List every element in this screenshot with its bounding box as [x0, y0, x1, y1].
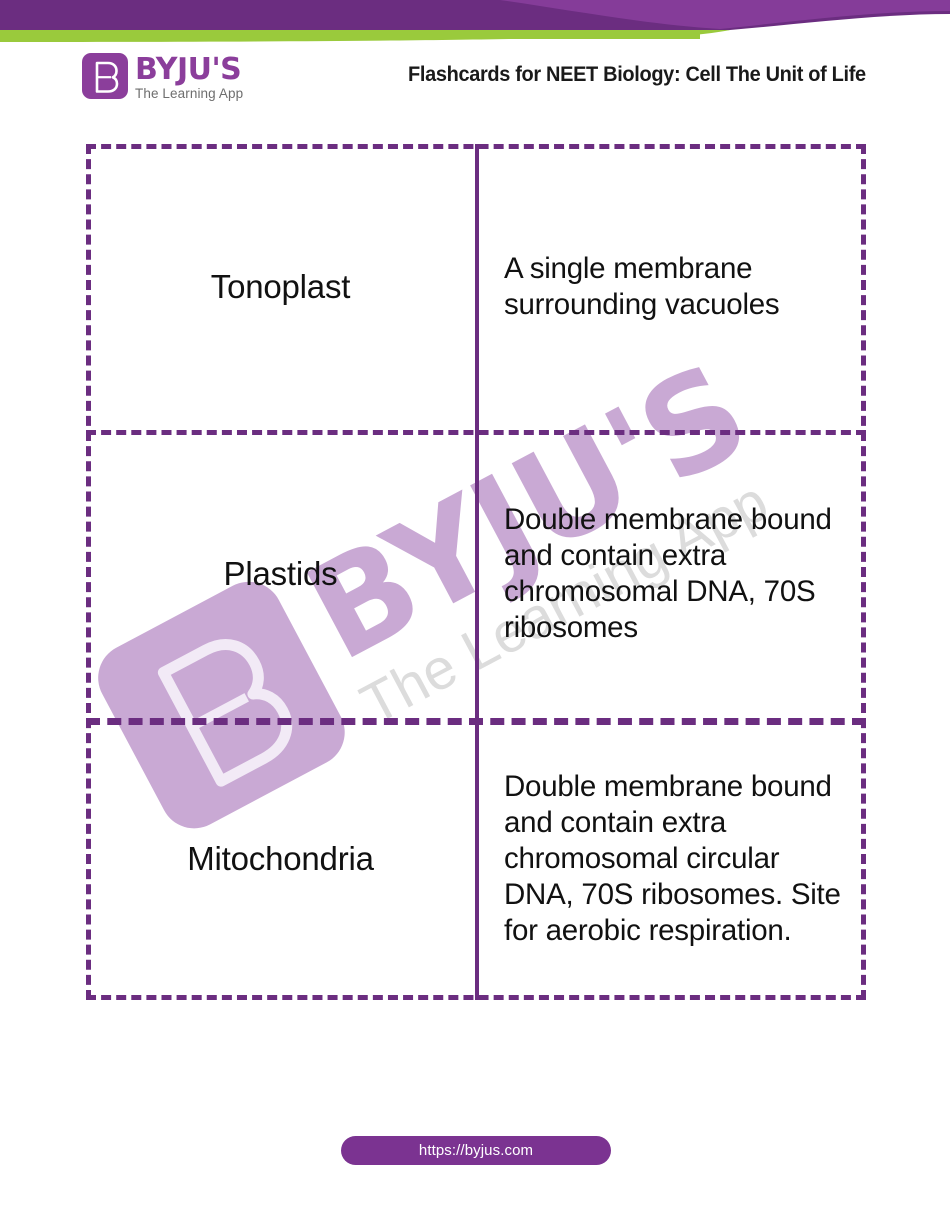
- table-row: Tonoplast A single membrane surrounding …: [86, 144, 866, 430]
- flashcard-definition-cell: Double membrane bound and contain extra …: [475, 430, 866, 718]
- banner-green-taper: [600, 30, 730, 39]
- header-banner: [0, 0, 950, 42]
- table-row: Plastids Double membrane bound and conta…: [86, 430, 866, 718]
- flashcard-definition-cell: Double membrane bound and contain extra …: [475, 718, 866, 1000]
- flashcard-table: Tonoplast A single membrane surrounding …: [86, 144, 866, 1000]
- flashcard-definition-cell: A single membrane surrounding vacuoles: [475, 144, 866, 430]
- flashcard-term-cell: Mitochondria: [86, 718, 475, 1000]
- logo-tagline: The Learning App: [135, 86, 244, 101]
- byjus-logo[interactable]: BYJU'S The Learning App: [82, 53, 257, 103]
- banner-green-rect: [0, 30, 700, 39]
- flashcard-term-cell: Tonoplast: [86, 144, 475, 430]
- table-row: Mitochondria Double membrane bound and c…: [86, 718, 866, 1000]
- logo-wordmark: BYJU'S: [135, 52, 242, 87]
- flashcard-term: Plastids: [223, 555, 338, 592]
- byjus-b-icon: [82, 53, 128, 99]
- flashcard-term-cell: Plastids: [86, 430, 475, 718]
- banner-purple-swoosh: [500, 0, 950, 29]
- website-url-label: https://byjus.com: [418, 1142, 534, 1159]
- flashcard-term: Tonoplast: [210, 268, 351, 305]
- flashcard-definition: A single membrane surrounding vacuoles: [504, 252, 780, 321]
- page-title: Flashcards for NEET Biology: Cell The Un…: [408, 63, 866, 86]
- website-url-button[interactable]: https://byjus.com: [341, 1136, 611, 1165]
- flashcard-term: Mitochondria: [187, 840, 374, 877]
- flashcard-definition: Double membrane bound and contain extra …: [504, 503, 832, 644]
- flashcard-definition: Double membrane bound and contain extra …: [504, 770, 841, 947]
